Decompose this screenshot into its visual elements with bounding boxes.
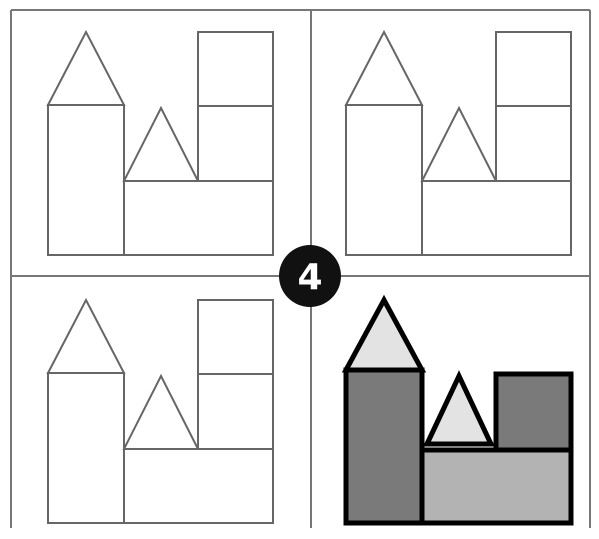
- bottom-left-right-tower-body: [198, 374, 273, 449]
- bottom-right-left-tower-body: [346, 370, 422, 523]
- bottom-left-right-tower-top: [198, 300, 273, 374]
- top-right-right-tower-top: [496, 32, 571, 106]
- top-left-right-tower-body: [198, 106, 273, 181]
- bottom-left-left-tower-body: [48, 373, 124, 523]
- bottom-right-right-tower-body: [496, 374, 571, 450]
- top-left-base-block: [124, 181, 273, 255]
- bottom-right-base-block: [422, 450, 571, 523]
- top-left-left-tower-body: [48, 105, 124, 255]
- top-right-right-tower-body: [496, 106, 571, 181]
- bottom-left-base-block: [124, 449, 273, 523]
- badge-number: 4: [297, 257, 322, 298]
- panel-number-badge: 4: [279, 245, 341, 307]
- top-left-right-tower-top: [198, 32, 273, 106]
- top-right-base-block: [422, 181, 571, 255]
- top-right-left-tower-body: [346, 105, 422, 255]
